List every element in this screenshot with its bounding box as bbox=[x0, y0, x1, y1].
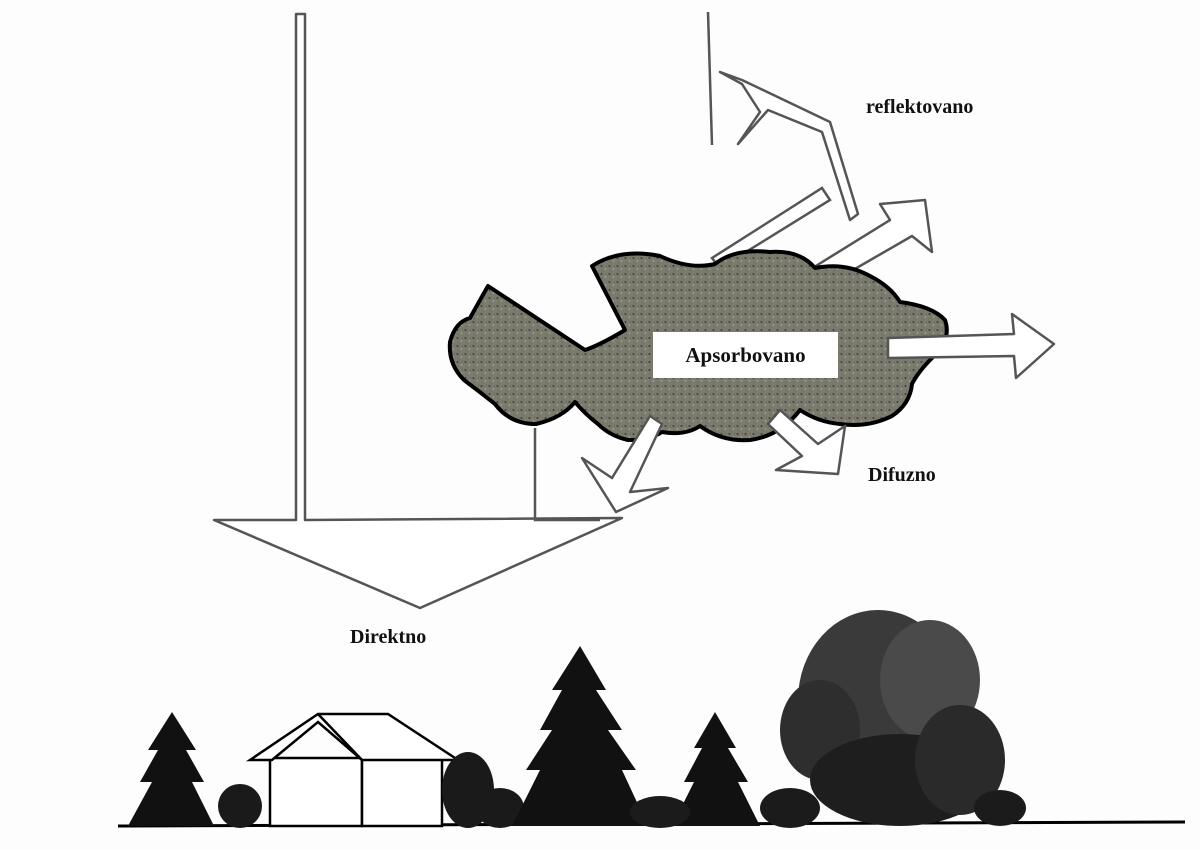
incoming-ray-line bbox=[706, 11, 714, 146]
scatter-right-arrow bbox=[886, 312, 1056, 380]
diffuse-arrow-1 bbox=[580, 414, 670, 514]
reflected-arrow bbox=[718, 70, 860, 222]
shrubs-ground bbox=[630, 788, 1026, 828]
label-direct: Direktno bbox=[350, 626, 427, 648]
diffuse-arrow-2 bbox=[766, 408, 847, 476]
house bbox=[245, 712, 463, 828]
spruce-tree-right bbox=[672, 712, 760, 826]
label-reflected: reflektovano bbox=[866, 96, 974, 118]
diffuse-side-line bbox=[533, 428, 600, 522]
spruce-tree-center bbox=[512, 646, 648, 826]
spruce-tree-left bbox=[128, 712, 214, 826]
bushes-left bbox=[218, 752, 524, 828]
label-absorbed: Apsorbovano bbox=[653, 332, 838, 378]
direct-arrow bbox=[212, 12, 624, 610]
label-diffuse: Difuzno bbox=[868, 464, 936, 486]
deciduous-tree bbox=[780, 610, 1005, 826]
